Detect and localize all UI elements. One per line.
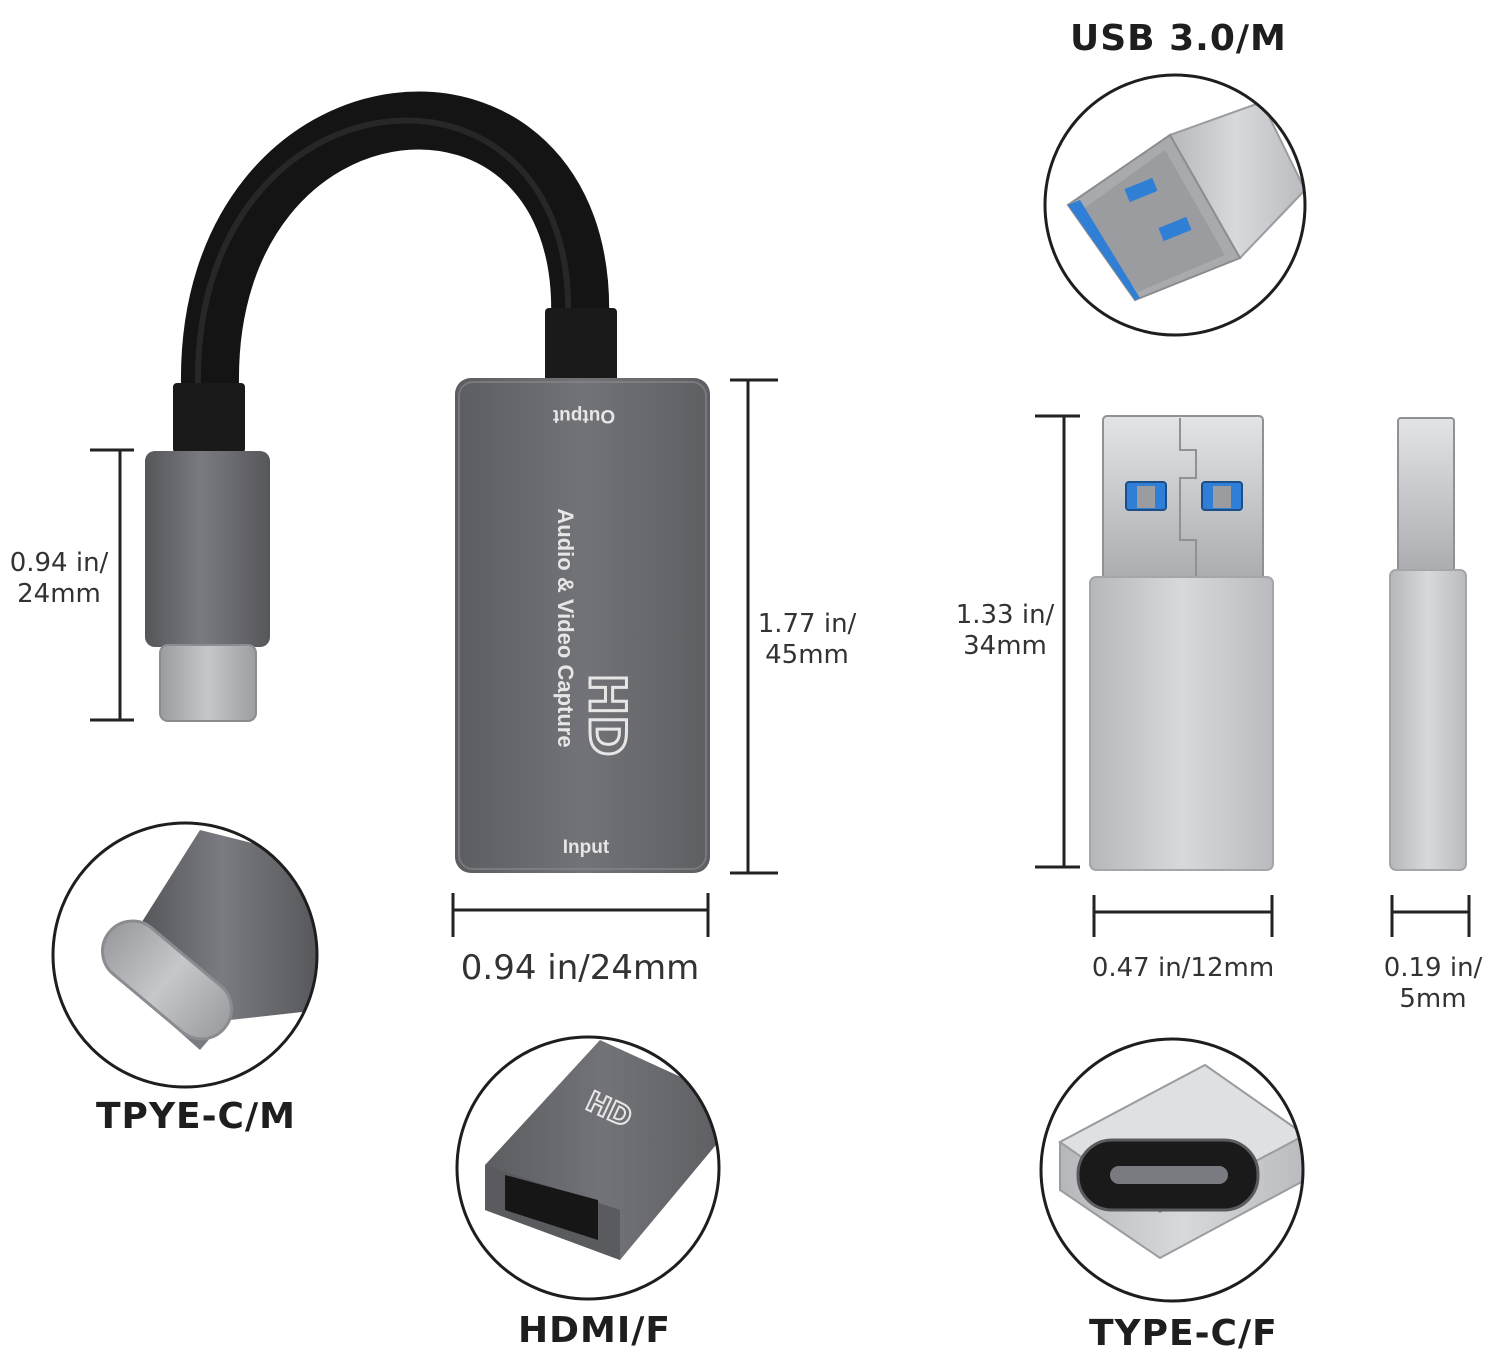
usb-a-male-title: USB 3.0/M [1070, 18, 1287, 59]
adapter-depth-line2: 5mm [1399, 984, 1467, 1015]
plug-height-line2: 24mm [17, 579, 101, 610]
input-port-label: Input [563, 837, 610, 858]
dimension-lines [90, 378, 1471, 937]
capture-height-line2: 45mm [765, 640, 849, 671]
usb-a-adapter-side [1389, 417, 1467, 871]
usb-a-closeup [1043, 73, 1307, 337]
type-c-male-title: TPYE-C/M [96, 1096, 296, 1137]
adapter-depth-label: 0.19 in/ 5mm [1375, 953, 1491, 1015]
adapter-height-line1: 1.33 in/ [955, 600, 1055, 630]
adapter-depth-line1: 0.19 in/ [1383, 953, 1483, 983]
capture-product-name: Audio & Video Capture [553, 508, 578, 747]
hd-logo: HD [578, 673, 636, 756]
type-c-female-closeup [1039, 1037, 1305, 1303]
plug-height-line1: 0.94 in/ [9, 548, 109, 578]
plug-height-label: 0.94 in/ 24mm [4, 548, 114, 610]
hdmi-female-title: HDMI/F [518, 1310, 671, 1351]
capture-height-label: 1.77 in/ 45mm [752, 609, 862, 671]
output-port-label: Output [552, 405, 615, 426]
adapter-height-line2: 34mm [963, 631, 1047, 662]
capture-height-line1: 1.77 in/ [757, 609, 857, 639]
adapter-height-label: 1.33 in/ 34mm [950, 600, 1060, 662]
type-c-male-closeup [51, 821, 319, 1089]
capture-width-label: 0.94 in/24mm [460, 948, 700, 988]
adapter-width-label: 0.47 in/12mm [1091, 953, 1275, 983]
type-c-female-title: TYPE-C/F [1089, 1313, 1278, 1354]
hdmi-female-closeup: HD [455, 1035, 721, 1301]
capture-card-with-cable [145, 91, 710, 873]
usb-a-adapter-front [1089, 415, 1274, 871]
